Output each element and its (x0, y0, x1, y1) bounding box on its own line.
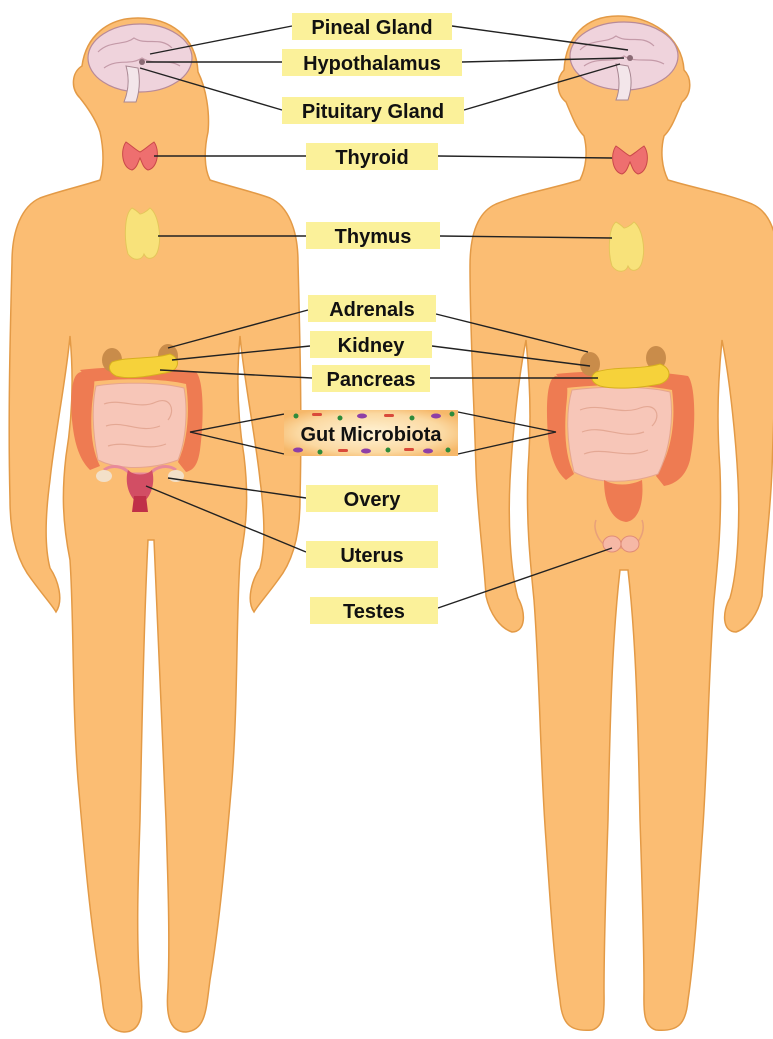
label-pituitary-gland: Pituitary Gland (282, 97, 464, 124)
label-hypothalamus-text: Hypothalamus (303, 53, 441, 75)
label-thyroid-text: Thyroid (335, 147, 408, 169)
label-thymus: Thymus (306, 222, 440, 249)
label-testes-text: Testes (343, 601, 405, 623)
female-digestive-icon (71, 367, 202, 472)
label-kidney-text: Kidney (338, 335, 406, 357)
label-pituitary-text: Pituitary Gland (302, 101, 444, 123)
label-thyroid: Thyroid (306, 143, 438, 170)
label-thymus-text: Thymus (335, 226, 412, 248)
label-gut-text: Gut Microbiota (300, 424, 442, 446)
label-pineal-gland: Pineal Gland (292, 13, 452, 40)
label-adrenals: Adrenals (308, 295, 436, 322)
label-pancreas-text: Pancreas (327, 369, 416, 391)
label-ovary: Overy (306, 485, 438, 512)
label-pancreas: Pancreas (312, 365, 430, 392)
label-uterus-text: Uterus (340, 545, 403, 567)
label-adrenals-text: Adrenals (329, 299, 415, 321)
label-uterus: Uterus (306, 541, 438, 568)
label-hypothalamus: Hypothalamus (282, 49, 462, 76)
female-body-icon (9, 18, 301, 1032)
male-figure (470, 16, 773, 1030)
female-figure (9, 18, 301, 1032)
label-testes: Testes (310, 597, 438, 624)
label-ovary-text: Overy (344, 489, 402, 511)
label-kidney: Kidney (310, 331, 432, 358)
female-thymus-icon (125, 208, 159, 259)
label-pineal-text: Pineal Gland (311, 17, 432, 39)
label-gut-microbiota: Gut Microbiota (284, 410, 458, 456)
male-thymus-icon (609, 222, 643, 271)
